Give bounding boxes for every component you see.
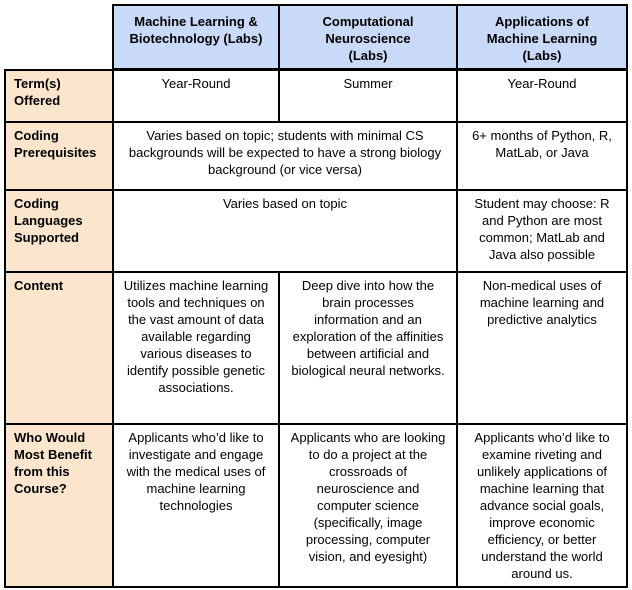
cell-benefit-applications-ml: Applicants who’d like to examine rivetin… [456,422,628,588]
column-header-ml-biotechnology: Machine Learning & Biotechnology (Labs) [112,4,280,71]
column-header-computational-neuroscience: Computational Neuroscience (Labs) [278,4,458,71]
row-header-content: Content [4,270,114,425]
cell-terms-computational-neuroscience: Summer [278,68,458,123]
cell-benefit-ml-biotechnology: Applicants who’d like to investigate and… [112,422,280,588]
row-header-coding-languages: Coding Languages Supported [4,188,114,273]
cell-content-ml-biotechnology: Utilizes machine learning tools and tech… [112,270,280,425]
cell-benefit-computational-neuroscience: Applicants who are looking to do a proje… [278,422,458,588]
row-header-coding-prerequisites: Coding Prerequisites [4,120,114,191]
row-header-who-benefits: Who Would Most Benefit from this Course? [4,422,114,588]
row-who-benefits: Who Would Most Benefit from this Course?… [4,422,628,588]
corner-cell [5,5,113,70]
cell-content-applications-ml: Non-medical uses of machine learning and… [456,270,628,425]
course-comparison-table: Machine Learning & Biotechnology (Labs) … [4,4,628,588]
cell-terms-applications-ml: Year-Round [456,68,628,123]
row-coding-languages: Coding Languages Supported Varies based … [4,188,628,273]
row-terms-offered: Term(s) Offered Year-Round Summer Year-R… [4,68,628,123]
row-coding-prerequisites: Coding Prerequisites Varies based on top… [4,120,628,191]
cell-terms-ml-biotechnology: Year-Round [112,68,280,123]
row-header-terms-offered: Term(s) Offered [4,68,114,123]
row-content: Content Utilizes machine learning tools … [4,270,628,425]
cell-prerequisites-merged: Varies based on topic; students with min… [112,120,458,191]
column-header-applications-ml: Applications of Machine Learning (Labs) [456,4,628,71]
cell-languages-merged: Varies based on topic [112,188,458,273]
cell-prerequisites-applications-ml: 6+ months of Python, R, MatLab, or Java [456,120,628,191]
cell-languages-applications-ml: Student may choose: R and Python are mos… [456,188,628,273]
cell-content-computational-neuroscience: Deep dive into how the brain processes i… [278,270,458,425]
header-row: Machine Learning & Biotechnology (Labs) … [5,4,628,71]
